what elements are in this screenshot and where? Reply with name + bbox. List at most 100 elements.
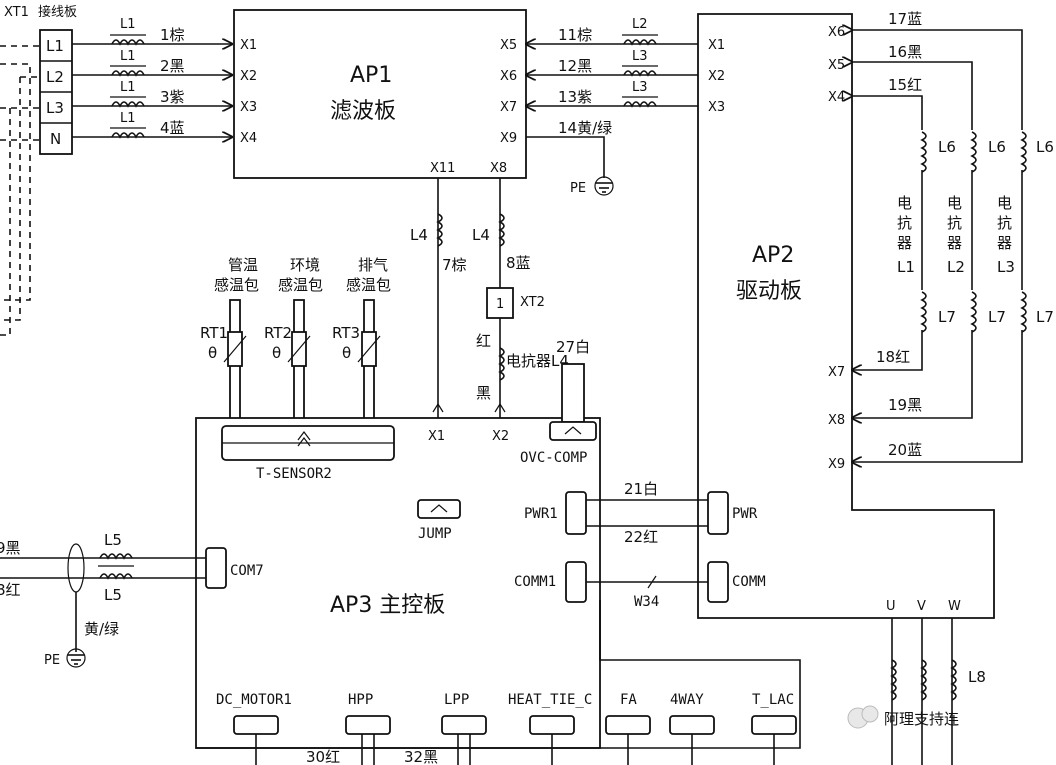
jump-label: JUMP	[418, 526, 452, 542]
ap1-port-x6: X6	[500, 69, 517, 84]
wire-label-27: 27白	[556, 338, 590, 356]
terminal-l2: L2	[46, 68, 64, 86]
l4-red-label: 红	[476, 332, 491, 350]
svg-text:排气: 排气	[358, 256, 388, 274]
ap3-port-x1: X1	[428, 429, 445, 444]
com7-connector	[205, 547, 227, 589]
inductor-label-l1-d: L1	[120, 111, 136, 126]
ap2-comm-connector	[707, 561, 729, 603]
svg-text:电: 电	[947, 194, 962, 212]
inductor-label-l1-c: L1	[120, 80, 136, 95]
svg-text:RT2: RT2	[264, 324, 292, 342]
inductor-label-l5-a: L5	[104, 531, 122, 549]
ap2-port-x9: X9	[828, 457, 845, 472]
wire-label-w34: W34	[634, 594, 659, 610]
pwr1-connector	[565, 491, 587, 535]
xt1-title: XT1	[4, 5, 29, 20]
inductor-label-l6-b: L6	[988, 138, 1006, 156]
svg-text:器: 器	[947, 234, 962, 252]
inductor-label-l7-b: L7	[988, 308, 1006, 326]
l1-filter-coils	[110, 34, 146, 139]
fa-label: FA	[620, 692, 637, 708]
wire-label-1: 1棕	[160, 26, 185, 44]
4way-label: 4WAY	[670, 692, 704, 708]
ap1-subtitle: 滤波板	[330, 99, 396, 124]
ap2-port-x5: X5	[828, 58, 845, 73]
ap1-title: AP1	[350, 63, 392, 88]
svg-text:感温包: 感温包	[278, 276, 323, 294]
watermark-text: 阿理支持连	[884, 710, 959, 728]
wire-label-18: 18红	[876, 348, 910, 366]
ap2-port-x3: X3	[708, 100, 725, 115]
inductor-label-l7-c: L7	[1036, 308, 1054, 326]
inductor-label-l5-b: L5	[104, 586, 122, 604]
pe-wire-label: 黄/绿	[84, 620, 119, 638]
ap2-port-x4: X4	[828, 90, 845, 105]
xt1-name: 接线板	[38, 4, 77, 20]
heat-tie-c-label: HEAT_TIE_C	[508, 692, 592, 708]
sensor-group: 管温 感温包 环境 感温包 排气 感温包 RT1 RT2 RT3 θ θ θ	[200, 256, 391, 421]
ap2-pwr-connector	[707, 491, 729, 535]
output-w: W	[948, 599, 961, 614]
inductor-label-l6-c: L6	[1036, 138, 1054, 156]
svg-text:θ: θ	[208, 344, 217, 362]
inductor-label-l3-a: L3	[632, 49, 648, 64]
ap1-port-x5: X5	[500, 38, 517, 53]
wire-label-4: 4蓝	[160, 119, 185, 137]
reactor-2-label: 电 抗 器 L2	[947, 194, 965, 276]
wire-label-8: 8蓝	[506, 254, 531, 272]
wire-label-32: 32黑	[404, 748, 438, 765]
wire-label-17: 17蓝	[888, 10, 922, 28]
comm1-label: COMM1	[514, 574, 556, 590]
wire-label-13: 13紫	[558, 88, 592, 106]
svg-text:L3: L3	[997, 258, 1015, 276]
l6-l7-coils	[920, 131, 1027, 333]
svg-text:管温: 管温	[228, 256, 258, 274]
inductor-label-l4-a: L4	[410, 226, 428, 244]
reactor-wires	[852, 30, 1023, 462]
wire-label-black-left: 9黑	[0, 539, 21, 557]
ap1-ap3-feed	[436, 178, 505, 418]
ap1-port-x7: X7	[500, 100, 517, 115]
ap2-port-x1: X1	[708, 38, 725, 53]
svg-text:电: 电	[897, 194, 912, 212]
wire-label-15: 15红	[888, 76, 922, 94]
ap1-port-x8: X8	[490, 161, 507, 176]
ap1-port-x4: X4	[240, 131, 257, 146]
terminal-block: L1 L2 L3 N	[39, 29, 73, 155]
svg-text:θ: θ	[342, 344, 351, 362]
wire-label-12: 12黑	[558, 57, 592, 75]
bottom-connectors	[233, 715, 797, 765]
wire-label-2: 2黑	[160, 57, 185, 75]
ap2-title: AP2	[752, 243, 794, 268]
ap3-title: AP3 主控板	[330, 593, 445, 618]
wire-label-16: 16黑	[888, 43, 922, 61]
reactor-l4-label: 电抗器L4	[506, 352, 569, 370]
ap1-filter-board	[233, 9, 527, 179]
wire-label-14: 14黄/绿	[558, 119, 612, 137]
terminal-n: N	[50, 130, 61, 148]
ap3-main-board	[195, 417, 601, 749]
xt2-terminal	[486, 287, 514, 319]
svg-text:器: 器	[997, 234, 1012, 252]
ap1-port-x3: X3	[240, 100, 257, 115]
reactor-3-label: 电 抗 器 L3	[997, 194, 1015, 276]
ap2-port-x7: X7	[828, 365, 845, 380]
l2-l3-filter-coils	[622, 34, 658, 108]
inductor-label-l8: L8	[968, 668, 986, 686]
svg-text:RT1: RT1	[200, 324, 228, 342]
inductor-label-l2: L2	[632, 17, 648, 32]
l4-black-label: 黑	[476, 384, 491, 402]
wire-label-3: 3紫	[160, 88, 185, 106]
terminal-l1: L1	[46, 37, 64, 55]
ap1-port-x1: X1	[240, 38, 257, 53]
ap2-port-x2: X2	[708, 69, 725, 84]
lpp-label: LPP	[444, 692, 469, 708]
inductor-label-l4-b: L4	[472, 226, 490, 244]
terminal-l3: L3	[46, 99, 64, 117]
svg-text:抗: 抗	[897, 214, 912, 232]
svg-text:器: 器	[897, 234, 912, 252]
svg-text:感温包: 感温包	[214, 276, 259, 294]
